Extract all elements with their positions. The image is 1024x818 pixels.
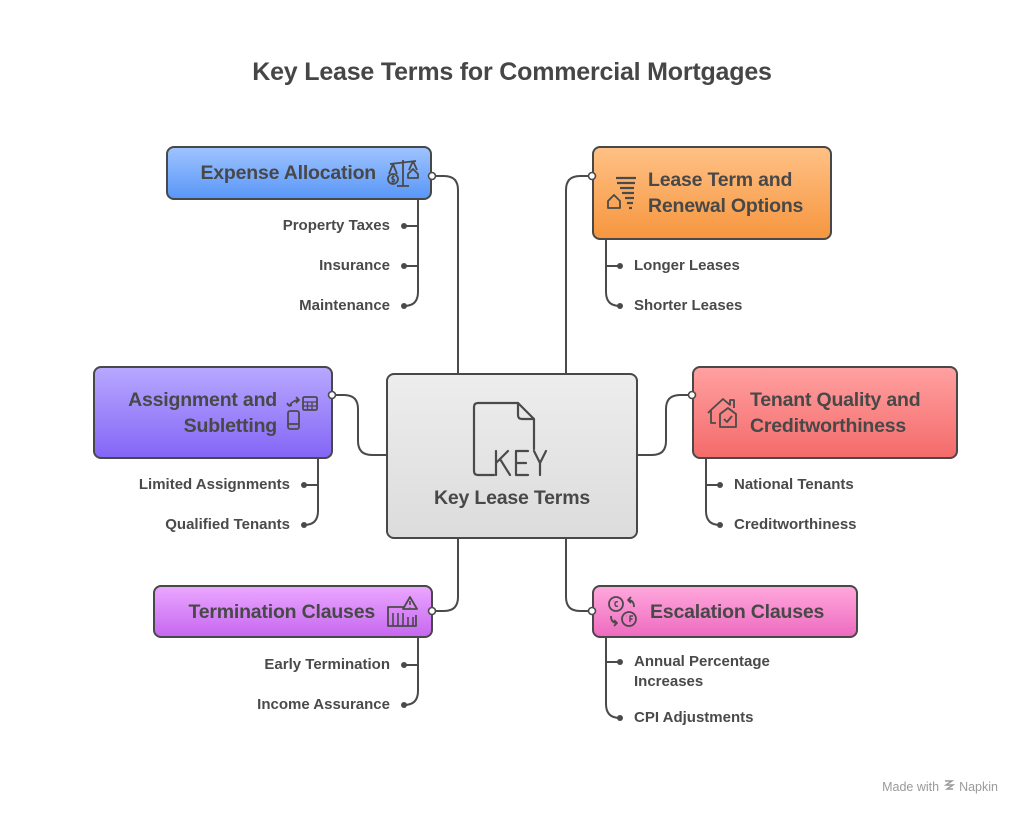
escalation-item-line: Annual Percentage	[634, 653, 770, 670]
balance-scale-money-house-icon	[386, 157, 420, 189]
connector-termination-items	[403, 637, 419, 706]
connector-center-escalation	[565, 538, 592, 612]
branch-expense-allocation[interactable]: Expense Allocation	[166, 146, 432, 200]
branch-termination-clauses[interactable]: Termination Clauses	[153, 585, 433, 638]
connector-center-termination	[432, 538, 459, 612]
connector-lease-items	[605, 239, 621, 307]
house-stack-lines-icon	[606, 174, 638, 212]
branch-escalation-clauses[interactable]: Escalation Clauses	[592, 585, 858, 638]
temperature-conversion-icon	[606, 594, 640, 630]
termination-item: Early Termination	[264, 656, 390, 673]
branch-label-line: Renewal Options	[648, 195, 804, 217]
footer-text: Made with	[882, 779, 940, 794]
assignment-item: Limited Assignments	[138, 476, 290, 493]
expense-anchor-dot	[427, 171, 437, 181]
branch-label-line: Creditworthiness	[750, 414, 907, 437]
connector-expense-items	[403, 199, 419, 307]
branch-label-line: Subletting	[183, 414, 278, 437]
branch-label-line: Tenant Quality and	[750, 388, 921, 411]
phone-calculator-transfer-icon	[285, 394, 319, 432]
connector-tenant-items	[705, 458, 721, 526]
assignment-item: Qualified Tenants	[165, 516, 290, 533]
container-warning-icon	[385, 595, 419, 629]
napkin-logo-icon	[943, 779, 956, 794]
branch-lease-term[interactable]: Lease Term and Renewal Options	[592, 146, 832, 240]
termination-item: Income Assurance	[257, 696, 390, 713]
connector-center-assignment	[332, 394, 386, 456]
tenant-quality-item: Creditworthiness	[734, 516, 857, 533]
connector-center-lease-term	[565, 175, 592, 373]
connector-center-expense	[432, 175, 459, 373]
branch-label: Escalation Clauses	[650, 600, 825, 623]
escalation-anchor-dot	[587, 606, 597, 616]
termination-anchor-dot	[427, 606, 437, 616]
tenant-quality-item: National Tenants	[734, 476, 854, 493]
lease-term-item: Longer Leases	[634, 257, 740, 274]
escalation-item-line: Increases	[634, 673, 704, 690]
branch-label: Expense Allocation	[200, 162, 376, 184]
lease-term-item: Shorter Leases	[634, 297, 743, 314]
connector-escalation-items	[605, 637, 621, 719]
branch-label-line: Assignment and	[128, 388, 277, 411]
branch-label: Termination Clauses	[188, 600, 375, 623]
central-node[interactable]: Key Lease Terms	[386, 373, 638, 539]
footer-brand: Napkin	[959, 779, 998, 794]
central-node-label: Key Lease Terms	[434, 487, 590, 509]
key-document-icon	[470, 401, 554, 481]
escalation-item: Annual Percentage Increases	[634, 652, 770, 692]
escalation-item: CPI Adjustments	[634, 709, 754, 726]
expense-item: Maintenance	[299, 297, 390, 314]
expense-item: Insurance	[319, 257, 390, 274]
branch-label: Tenant Quality and Creditworthiness	[750, 387, 921, 439]
branch-assignment-subletting[interactable]: Assignment and Subletting	[93, 366, 333, 459]
tenant-quality-anchor-dot	[687, 390, 697, 400]
expense-item: Property Taxes	[282, 217, 390, 234]
diagram-title: Key Lease Terms for Commercial Mortgages	[252, 58, 772, 86]
connector-center-tenant	[638, 394, 692, 456]
footer-credit[interactable]: Made with Napkin	[882, 779, 998, 794]
branch-label: Lease Term and Renewal Options	[648, 167, 803, 219]
assignment-anchor-dot	[327, 390, 337, 400]
branch-label-line: Lease Term and	[648, 169, 793, 191]
branch-label: Assignment and Subletting	[128, 387, 277, 439]
house-check-icon	[706, 395, 740, 431]
branch-tenant-quality[interactable]: Tenant Quality and Creditworthiness	[692, 366, 958, 459]
connector-assignment-items	[303, 458, 319, 526]
lease-term-anchor-dot	[587, 171, 597, 181]
